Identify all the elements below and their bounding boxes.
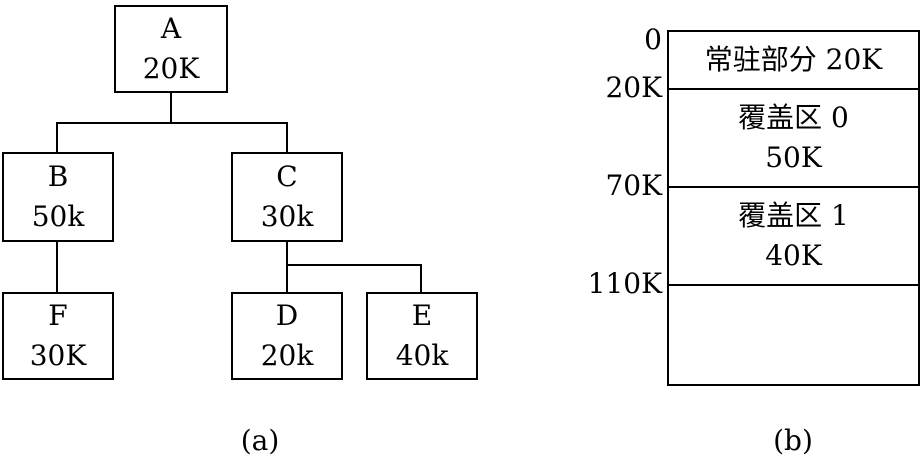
node-d-name: D xyxy=(275,299,299,332)
segment-overlay-0: 覆盖区 0 50K xyxy=(669,90,918,188)
node-f-size: 30K xyxy=(29,339,87,372)
node-e-name: E xyxy=(411,299,433,332)
node-b: B 50k xyxy=(2,152,114,242)
connector-c-down xyxy=(286,240,288,294)
address-label: 20K xyxy=(605,71,662,104)
segment-size: 50K xyxy=(765,141,822,174)
node-e: E 40k xyxy=(366,292,478,380)
node-b-size: 50k xyxy=(31,200,85,233)
node-f-name: F xyxy=(48,299,68,332)
node-a-size: 20K xyxy=(142,52,200,85)
node-e-size: 40k xyxy=(395,339,449,372)
segment-label: 常驻部分 20K xyxy=(704,43,883,76)
node-c-size: 30k xyxy=(260,200,314,233)
segment-size: 40K xyxy=(765,239,822,272)
connector-b-to-f xyxy=(56,240,58,294)
node-c: C 30k xyxy=(231,152,343,242)
connector-c-horizontal xyxy=(286,264,422,266)
caption-a: (a) xyxy=(240,424,280,457)
node-c-name: C xyxy=(276,160,298,193)
segment-label: 覆盖区 1 xyxy=(738,199,849,232)
connector-to-e xyxy=(420,264,422,294)
segment-resident: 常驻部分 20K xyxy=(669,32,918,90)
node-a: A 20K xyxy=(114,5,228,93)
address-label: 0 xyxy=(644,23,662,56)
segment-free xyxy=(669,286,918,384)
address-label: 70K xyxy=(605,169,662,202)
caption-b: (b) xyxy=(773,424,813,457)
node-d-size: 20k xyxy=(260,339,314,372)
connector-to-c xyxy=(286,122,288,154)
connector-to-b xyxy=(56,122,58,154)
node-f: F 30K xyxy=(2,292,114,380)
segment-overlay-1: 覆盖区 1 40K xyxy=(669,188,918,286)
segment-label: 覆盖区 0 xyxy=(738,101,849,134)
connector-a-horizontal xyxy=(56,122,288,124)
connector-a-down xyxy=(170,91,172,123)
address-label: 110K xyxy=(587,267,662,300)
memory-block: 常驻部分 20K 覆盖区 0 50K 覆盖区 1 40K xyxy=(667,30,920,386)
node-b-name: B xyxy=(47,160,69,193)
node-a-name: A xyxy=(160,12,182,45)
node-d: D 20k xyxy=(231,292,343,380)
